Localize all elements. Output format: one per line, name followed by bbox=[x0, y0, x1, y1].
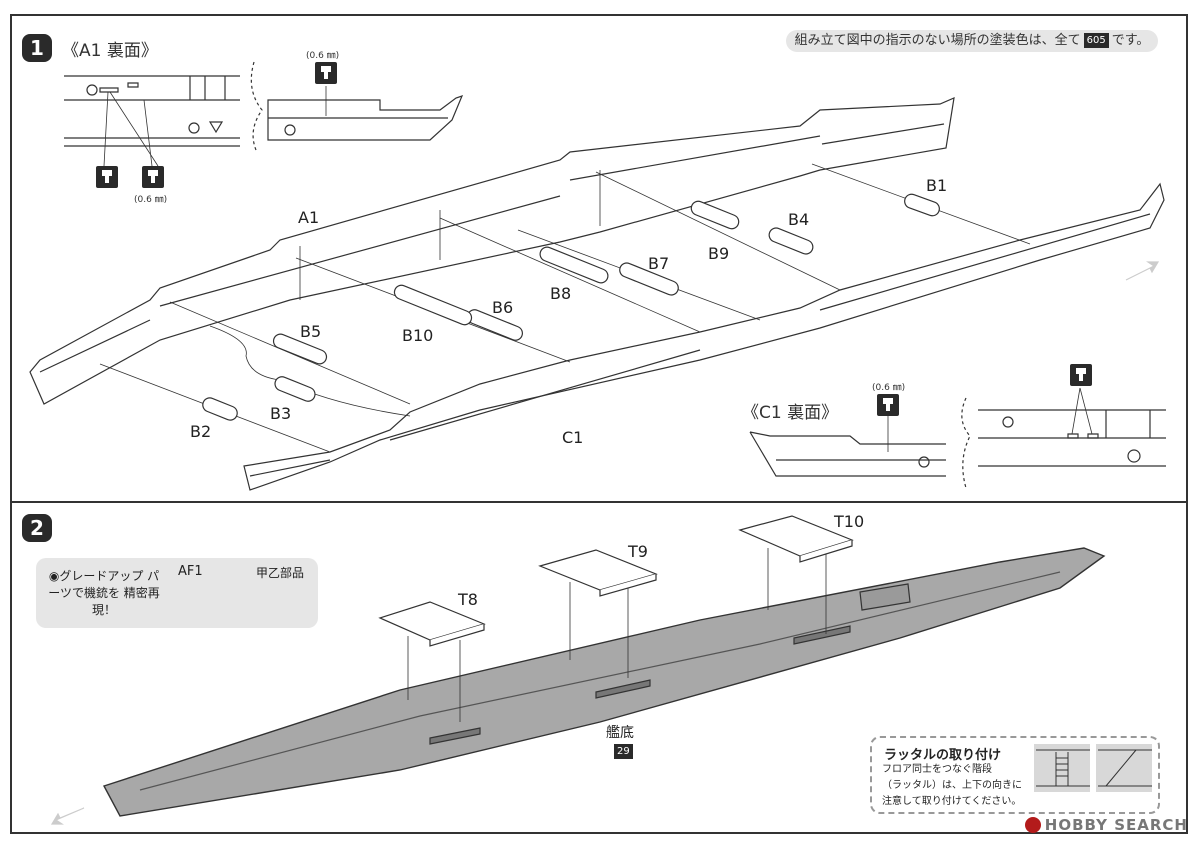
part-label-t8: T8 bbox=[458, 590, 478, 609]
ladder-note: ラッタルの取り付け フロア同士をつなぐ階段 （ラッタル）は、上下の向きに 注意し… bbox=[870, 736, 1160, 814]
drill-icon bbox=[142, 166, 164, 188]
part-label-t9: T9 bbox=[628, 542, 648, 561]
ladder-text-line: （ラッタル）は、上下の向きに bbox=[882, 780, 1022, 791]
hull-part-code: 29 bbox=[614, 744, 633, 759]
part-label-b1: B1 bbox=[926, 176, 948, 195]
drill-size-label: (0.6 ㎜) bbox=[872, 383, 906, 393]
step-divider bbox=[10, 501, 1188, 503]
a1-stern-inset bbox=[267, 86, 464, 141]
part-label-b10: B10 bbox=[402, 326, 434, 345]
part-label-b2: B2 bbox=[190, 422, 212, 441]
upgrade-text: ◉グレードアップ パーツで機銃を 精密再現！ bbox=[48, 569, 160, 617]
part-label-b6: B6 bbox=[492, 298, 514, 317]
a1-back-label: 《A1 裏面》 bbox=[62, 41, 158, 61]
drill-size-label: (0.6 ㎜) bbox=[306, 51, 340, 61]
step-2-badge: 2 bbox=[22, 514, 52, 542]
c1-bow-inset bbox=[978, 387, 1166, 467]
ladder-title: ラッタルの取り付け bbox=[884, 748, 1002, 763]
c1-wall bbox=[243, 182, 1165, 491]
watermark: HOBBY SEARCH bbox=[1024, 816, 1188, 834]
hobby-search-logo-icon bbox=[1024, 816, 1041, 833]
drill-icon bbox=[315, 62, 337, 84]
part-label-b8: B8 bbox=[550, 284, 572, 303]
b-cylinders bbox=[202, 193, 940, 421]
hull-name: 艦底 bbox=[606, 725, 634, 741]
upgrade-to-label: 甲乙部品 bbox=[256, 566, 305, 580]
a1-back-inset bbox=[64, 75, 240, 167]
step-1-badge: 1 bbox=[22, 34, 52, 62]
ladder-text-line: 注意して取り付けてください。 bbox=[882, 796, 1022, 807]
a1-wall bbox=[29, 97, 955, 405]
watermark-text: HOBBY SEARCH bbox=[1044, 816, 1188, 834]
drill-icon bbox=[96, 166, 118, 188]
plate-guide-lines bbox=[407, 548, 827, 722]
ladder-text-line: フロア同士をつなぐ階段 bbox=[882, 764, 992, 775]
part-label-t10: T10 bbox=[834, 512, 865, 531]
part-label-a1: A1 bbox=[298, 208, 320, 227]
drill-icon bbox=[1070, 364, 1092, 386]
part-label-b3: B3 bbox=[270, 404, 292, 423]
paint-note-text: 組み立て図中の指示のない場所の塗装色は、全て bbox=[794, 33, 1081, 48]
floor-plates bbox=[378, 515, 854, 647]
part-label-b7: B7 bbox=[648, 254, 670, 273]
part-label-b4: B4 bbox=[788, 210, 810, 229]
upgrade-box: ◉グレードアップ パーツで機銃を 精密再現！ AF1 甲乙部品 bbox=[36, 558, 318, 628]
drill-icon bbox=[877, 394, 899, 416]
c1-stern-inset bbox=[749, 416, 946, 477]
paint-note-tail: です。 bbox=[1111, 33, 1150, 48]
part-label-b9: B9 bbox=[708, 244, 730, 263]
c1-back-label: 《C1 裏面》 bbox=[742, 403, 839, 423]
ladder-illustrations bbox=[1034, 744, 1152, 792]
drill-size-label: (0.6 ㎜) bbox=[134, 195, 168, 205]
upgrade-from-label: AF1 bbox=[178, 564, 203, 579]
paint-color-code: 605 bbox=[1083, 33, 1109, 48]
ladder-text: フロア同士をつなぐ階段 （ラッタル）は、上下の向きに 注意して取り付けてください… bbox=[882, 762, 1022, 810]
page-frame bbox=[10, 14, 1188, 834]
part-label-c1: C1 bbox=[562, 428, 584, 447]
part-label-b5: B5 bbox=[300, 322, 322, 341]
hull-bottom bbox=[102, 547, 1106, 817]
